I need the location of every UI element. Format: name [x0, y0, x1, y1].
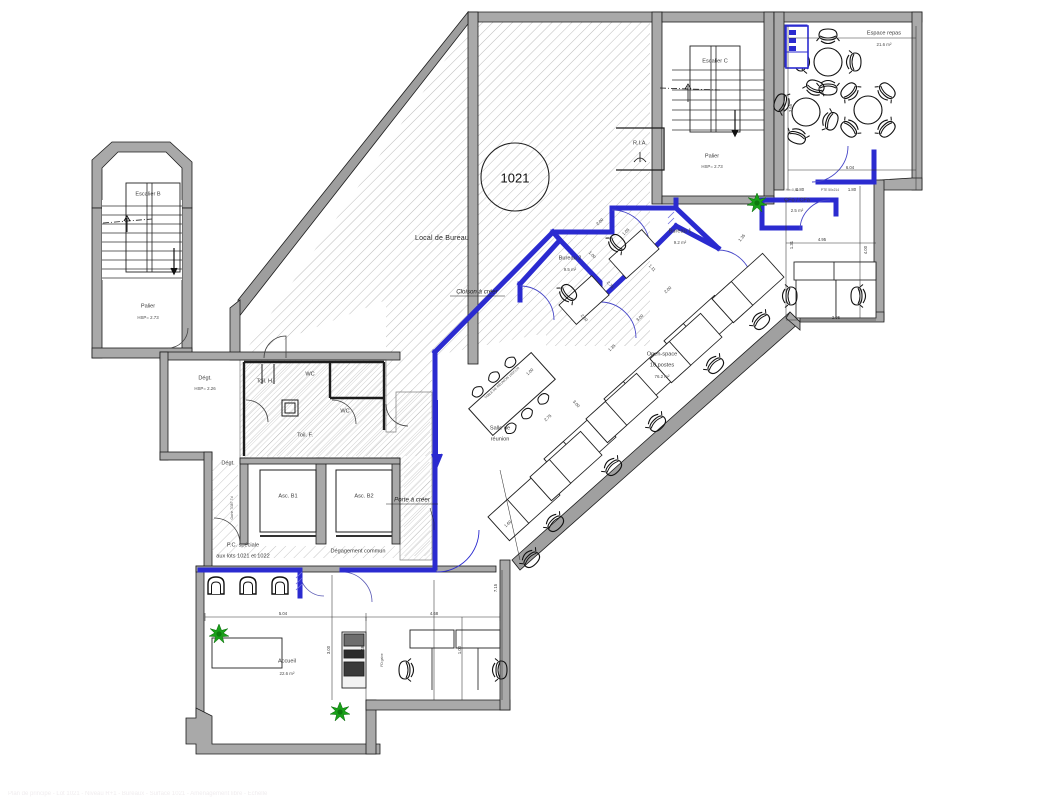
label-palier-b-hsp: HSP= 2.73	[137, 315, 159, 320]
lot-bubble	[480, 142, 550, 212]
label-escalier-b: Escalier B	[135, 191, 160, 197]
label-bureau-2-area: 9.5 m²	[564, 267, 577, 272]
escalier-c-stairs	[659, 45, 764, 138]
label-espace-repas: Espace repas	[867, 30, 901, 36]
label-palier-c: Palier	[705, 153, 719, 159]
right-bay-desks	[793, 261, 877, 319]
label-accueil-area: 22.6 m²	[280, 671, 295, 676]
label-palier-c-hsp: HSP= 2.73	[701, 164, 723, 169]
label-open-space: Open-space	[647, 351, 677, 357]
direction-arrow	[431, 400, 443, 469]
dim-6-04: 6.04	[846, 165, 855, 170]
dim-4-68: 4.68	[430, 611, 439, 616]
annotation-pc-1: P.C. spéciale	[227, 542, 259, 548]
label-bureau-2: Bureau 2	[559, 255, 582, 261]
dim-1-35: 1.35	[737, 233, 747, 243]
wc-partitions	[242, 360, 386, 456]
label-degt-1: Dégt.	[198, 375, 212, 381]
open-space-desks	[487, 252, 785, 542]
dim-1-00-a: 1.00	[588, 250, 598, 260]
label-ria: R.I.A.	[633, 140, 647, 146]
escalier-b-stairs	[102, 182, 182, 280]
dim-7-15: 7.15	[493, 583, 498, 592]
dim-4-95: 4.95	[818, 237, 827, 242]
label-espace-repas-area: 21.6 m²	[877, 42, 892, 47]
dim-4-00: 4.00	[863, 245, 868, 254]
annotation-gaine: Gaine TGBT Td	[230, 496, 234, 519]
label-cfo-cfa-area: 2.5 m²	[791, 208, 804, 213]
kitchen-unit	[785, 25, 809, 69]
dim-1-11: 1.11	[648, 263, 657, 273]
dimension-values: 5.04 4.68 7.15 3.00 4.48 1.80 1.80 1.31 …	[279, 103, 868, 654]
annotation-porte: Porte à créer	[394, 497, 431, 504]
label-salle-reunion-2: réunion	[491, 436, 510, 442]
new-door-swings	[436, 145, 849, 573]
label-palier-b: Palier	[141, 303, 155, 309]
dim-1-80-b: 1.80	[848, 187, 857, 192]
dim-1-60: 1.60	[503, 519, 513, 529]
plan-labels: 1021 Local de Bureau Escalier B Palier H…	[135, 30, 901, 676]
dim-3-00-b: 3.00	[572, 399, 582, 409]
dim-1-35-b: 1.35	[607, 343, 617, 353]
label-degt-2: Dégt.	[221, 460, 235, 466]
new-partitions-hatch	[295, 211, 675, 591]
label-wc-1: WC	[305, 371, 314, 377]
label-bureau-1: Bureau 1	[669, 228, 692, 234]
dim-3-00: 3.00	[326, 645, 331, 654]
label-open-space-2: 10 postes	[650, 362, 674, 368]
dim-2-00-a: 2.00	[595, 217, 605, 227]
dim-1-31: 1.31	[789, 240, 794, 249]
label-cfo-cfa: CFo / CFa	[784, 197, 811, 203]
accueil-furniture	[211, 629, 501, 690]
label-asc-b2: Asc. B2	[354, 493, 373, 499]
dim-2-95: 2.95	[832, 315, 841, 320]
dim-5-04: 5.04	[279, 611, 288, 616]
dining-tables	[770, 28, 901, 148]
dim-2-75-a: 2.75	[606, 280, 616, 290]
dim-3-65: 3.65	[788, 103, 793, 112]
label-bureau-1-area: 9.2 m²	[674, 240, 687, 245]
room-local-bureau	[242, 18, 650, 432]
dim-1-00-c: 1.00	[457, 645, 462, 654]
dim-1-80-a: 1.80	[796, 187, 805, 192]
dim-3-00-c: 3.00	[635, 313, 645, 323]
structural-walls	[91, 10, 923, 755]
label-wc-2: WC	[340, 408, 349, 414]
label-degt-1-hsp: HSP= 2.26	[194, 386, 216, 391]
dim-1-00-b: 1.00	[525, 367, 535, 377]
label-accueil: Accueil	[278, 658, 296, 664]
dim-4-48: 4.48	[360, 645, 365, 654]
label-salle-reunion: Salle de	[490, 425, 510, 431]
label-asc-b1: Asc. B1	[278, 493, 297, 499]
dim-2-60: 2.60	[580, 313, 590, 323]
reception-armchairs	[207, 576, 289, 595]
label-toil-h: Toil. H.	[256, 378, 274, 384]
annotation-pte: PTE 50x214	[821, 188, 839, 192]
label-degagement: Dégagement commun	[330, 548, 385, 554]
label-local-bureau: Local de Bureau	[415, 235, 469, 242]
ria-niche	[616, 127, 665, 171]
elevator-cars	[259, 469, 393, 537]
annotation-cloison: Cloison à créer	[456, 289, 499, 296]
label-open-space-area: 76.2 m²	[655, 374, 670, 379]
meeting-room	[468, 351, 556, 437]
dim-1-05: 1.05	[621, 227, 631, 237]
label-escalier-c: Escalier C	[702, 58, 728, 64]
annotation-pc-2: aux lots 1021 et 1022	[216, 553, 270, 559]
dim-2-75-b: 2.75	[543, 413, 553, 423]
annotation-htr: Htr=0,80	[786, 188, 799, 192]
annotation-fd-gaine: FD gaine	[380, 653, 384, 667]
dimension-lines	[204, 26, 917, 700]
label-toil-f: Toil. F.	[297, 432, 313, 438]
dim-2-00-b: 2.00	[663, 285, 673, 295]
bottom-caption: Plan de principe - Lot 1021 - Niveau R+1…	[8, 791, 268, 797]
lot-number: 1021	[501, 170, 530, 185]
